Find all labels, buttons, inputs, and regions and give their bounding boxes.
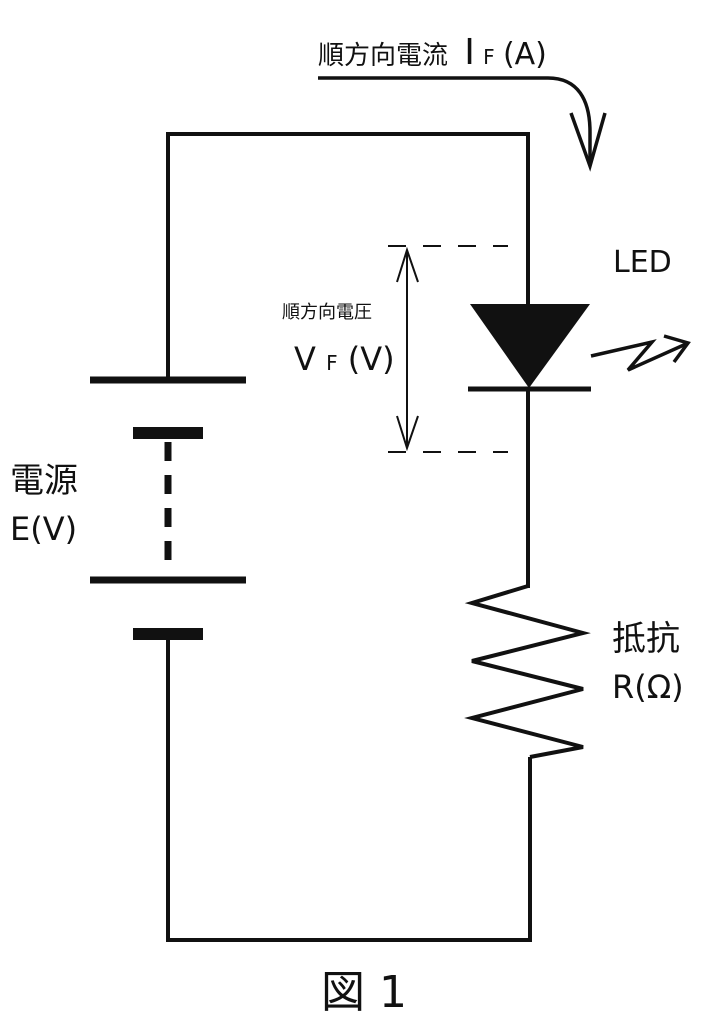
bottom-return-wire <box>166 640 532 942</box>
power-source-label: 電源 <box>10 461 78 501</box>
forward-current-unit: (A) <box>503 37 547 72</box>
forward-current-text: 順方向電流 <box>318 41 448 71</box>
forward-current-symbol: I <box>464 32 475 73</box>
battery-symbol <box>90 376 246 640</box>
arrow-down-icon <box>396 415 419 452</box>
led-symbol <box>468 304 591 392</box>
voltage-measurement <box>388 245 508 453</box>
left-top-wire <box>166 132 530 380</box>
forward-current-label: 順方向電流 I F (A) <box>318 32 547 73</box>
forward-voltage-subscript: F <box>326 351 338 375</box>
arrow-up-icon <box>396 246 419 283</box>
current-direction-arrow-icon <box>318 76 607 172</box>
led-triangle <box>470 304 590 388</box>
figure-caption: 図 1 <box>321 967 407 1018</box>
forward-voltage-text: 順方向電圧 <box>282 302 372 323</box>
forward-voltage-unit: (V) <box>348 340 395 378</box>
forward-voltage-label: V F (V) <box>294 340 395 378</box>
circuit-wires <box>166 132 532 942</box>
forward-voltage-symbol: V <box>294 340 316 378</box>
led-label: LED <box>613 245 672 280</box>
resistor-symbol <box>464 584 591 759</box>
resistor-symbol-label: R(Ω) <box>612 668 684 706</box>
power-source-symbol-label: E(V) <box>10 510 77 548</box>
resistor-label: 抵抗 <box>612 619 680 659</box>
light-emission-arrow-icon <box>590 334 691 372</box>
forward-current-subscript: F <box>483 45 495 69</box>
